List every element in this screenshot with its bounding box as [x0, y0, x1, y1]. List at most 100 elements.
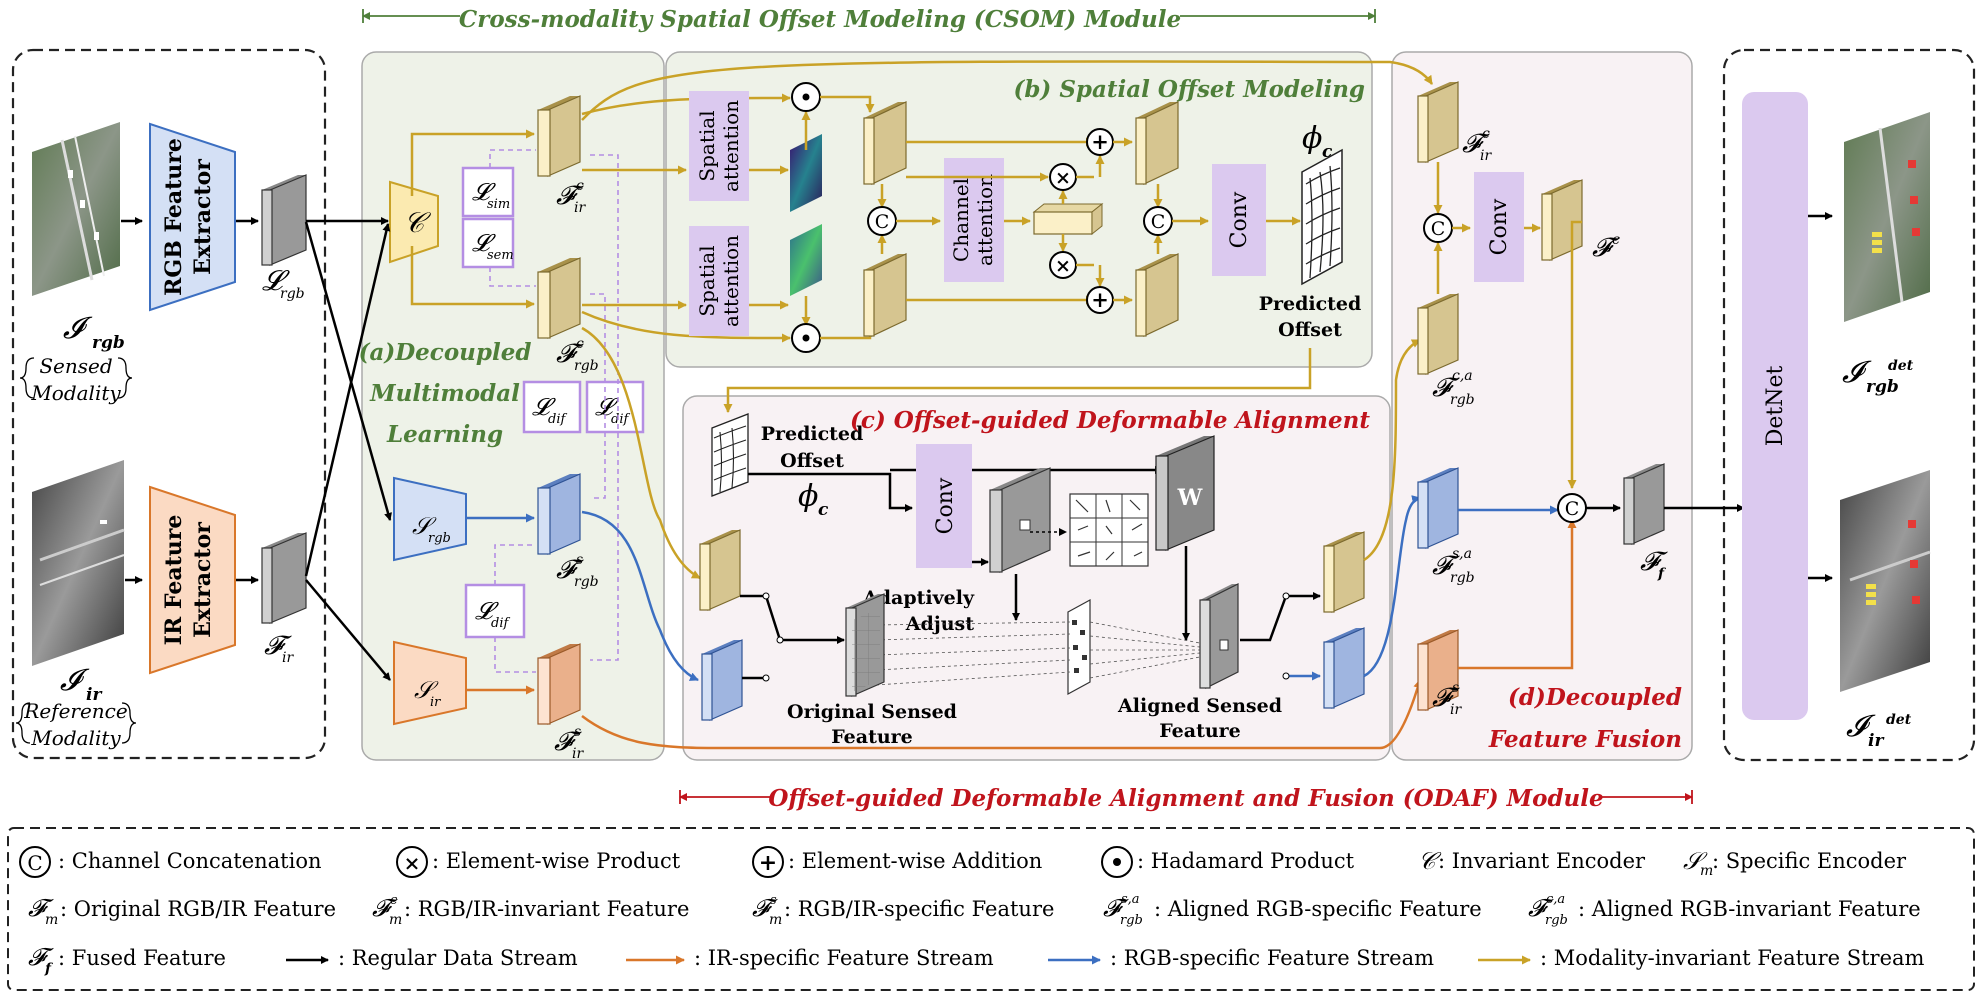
svg-text:s: s [574, 724, 581, 740]
svg-text:Multimodal: Multimodal [369, 380, 520, 407]
svg-text:Conv: Conv [1487, 198, 1512, 255]
predicted-offset-label: Predicted Offset [761, 423, 864, 472]
aligned-sensed-label: Aligned Sensed Feature [1117, 695, 1282, 742]
legend-invariant-stream: : Modality-invariant Feature Stream [1540, 946, 1925, 970]
channel-attention: Channel attention [944, 158, 1004, 282]
svg-text:ir: ir [86, 685, 102, 705]
svg-text:Offset: Offset [780, 450, 844, 472]
detnet-block: DetNet [1742, 92, 1808, 720]
rgb-det-label: 𝓘 rgb [1842, 355, 1899, 397]
deform-input-blue [701, 639, 743, 721]
predicted-offset-label-top: Predicted Offset [1259, 293, 1362, 341]
hadamard-op-bottom [791, 323, 821, 353]
svg-text:W: W [1177, 485, 1203, 511]
svg-text:Aligned Sensed: Aligned Sensed [1117, 695, 1282, 717]
svg-text:c: c [1482, 126, 1490, 142]
legend: C : Channel Concatenation × : Element-wi… [19, 846, 1925, 977]
svg-text:f: f [44, 961, 54, 977]
original-sensed-feature [845, 593, 885, 697]
oda-title: (c) Offset-guided Deformable Alignment [850, 407, 1370, 434]
csom-title: Cross-modality Spatial Offset Modeling (… [362, 2, 1376, 33]
svg-text:+: + [759, 850, 777, 876]
svg-text:s: s [1452, 680, 1459, 696]
svg-text:+: + [1091, 287, 1109, 312]
add-op-bottom: + [1086, 286, 1114, 314]
phi-c-label-top: ϕ c [1302, 121, 1333, 162]
svg-text:×: × [404, 851, 421, 875]
spatial-offset-panel [665, 51, 1373, 368]
fusion-f-c [1541, 179, 1583, 261]
concat-op-4: C [1557, 493, 1587, 523]
f-ir-s-block [537, 643, 581, 725]
svg-text:c: c [576, 178, 584, 194]
fusion-f-ir-s [1417, 629, 1459, 711]
svg-text:ϕ: ϕ [1302, 121, 1322, 156]
legend-rgb-stream: : RGB-specific Feature Stream [1110, 946, 1434, 970]
svg-text:IR Feature: IR Feature [161, 515, 187, 646]
svg-text:m: m [389, 912, 402, 928]
f-rgb-c-block [537, 257, 581, 339]
loss-dif-box-3: 𝓛 dif [464, 583, 526, 639]
legend-hadamard: : Hadamard Product [1137, 849, 1355, 873]
sampling-lines [875, 621, 1211, 686]
svg-text:Conv: Conv [1227, 191, 1252, 248]
attention-map-1 [790, 134, 822, 212]
svg-text:rgb: rgb [1866, 377, 1899, 397]
conv-block-oda: Conv [916, 444, 972, 568]
aligned-blue-block [1323, 627, 1365, 709]
phi-c-label: ϕ c [798, 479, 829, 520]
spatial-attention-1: Spatial attention [689, 91, 749, 201]
legend-original-feature: : Original RGB/IR Feature [60, 897, 336, 921]
svg-text:c: c [390, 893, 398, 908]
rgb-detection-image [1844, 112, 1930, 322]
svg-text:Sensed: Sensed [39, 354, 112, 378]
loss-sim-box: 𝓛 sim [461, 166, 515, 218]
svg-text:det: det [1888, 358, 1914, 374]
svg-text:Feature: Feature [1159, 720, 1241, 742]
fused-feature-block [1623, 463, 1665, 545]
f-ir-c-block [537, 95, 581, 177]
svg-text:Modality: Modality [30, 726, 121, 750]
legend-addition: : Element-wise Addition [788, 849, 1042, 873]
svg-text:c: c [1322, 142, 1333, 162]
svg-text:rgb: rgb [1450, 392, 1475, 408]
svg-text:ir: ir [430, 695, 441, 710]
product-op-top: × [1049, 163, 1077, 191]
sampling-grid-block [1067, 598, 1091, 696]
svg-text:Spatial: Spatial [695, 245, 719, 316]
deform-input-gold [699, 529, 741, 611]
svg-text:dif: dif [491, 616, 510, 631]
svg-text:C: C [875, 211, 890, 233]
svg-text:ir: ir [1450, 702, 1462, 718]
svg-text:ir: ir [572, 746, 584, 762]
som-title: (b) Spatial Offset Modeling [1013, 76, 1365, 103]
offset-grid [1069, 493, 1149, 567]
svg-text:Adjust: Adjust [905, 613, 974, 635]
fusion-f-ir-c [1417, 81, 1459, 163]
offset-field [1301, 148, 1343, 286]
ir-detection-image [1840, 470, 1931, 692]
svg-text:Extractor: Extractor [190, 522, 216, 638]
legend-invariant-feature: : RGB/IR-invariant Feature [404, 897, 689, 921]
svg-text:c: c [576, 336, 584, 352]
svg-text:Conv: Conv [933, 477, 958, 534]
invariant-encoder: 𝒞 [389, 180, 439, 264]
svg-text:rgb: rgb [92, 333, 125, 353]
svg-text:ir: ir [282, 650, 294, 666]
add-op-top: + [1086, 128, 1114, 156]
svg-text:s: s [576, 552, 583, 568]
rgb-input-image [32, 122, 120, 296]
svg-text:rgb: rgb [1120, 913, 1143, 928]
svg-text:rgb: rgb [1545, 913, 1568, 928]
svg-text:Reference: Reference [23, 699, 127, 723]
svg-text:s: s [770, 893, 777, 908]
adaptively-adjust-label: Adaptively Adjust [862, 587, 975, 635]
svg-text:Predicted: Predicted [1259, 293, 1362, 315]
spatial-attention-2: Spatial attention [689, 226, 749, 336]
svg-text:rgb: rgb [574, 358, 599, 374]
svg-text:Feature Fusion: Feature Fusion [1488, 726, 1682, 753]
legend-product: : Element-wise Product [432, 849, 681, 873]
svg-text:Learning: Learning [386, 421, 503, 448]
svg-text:C: C [27, 851, 42, 875]
